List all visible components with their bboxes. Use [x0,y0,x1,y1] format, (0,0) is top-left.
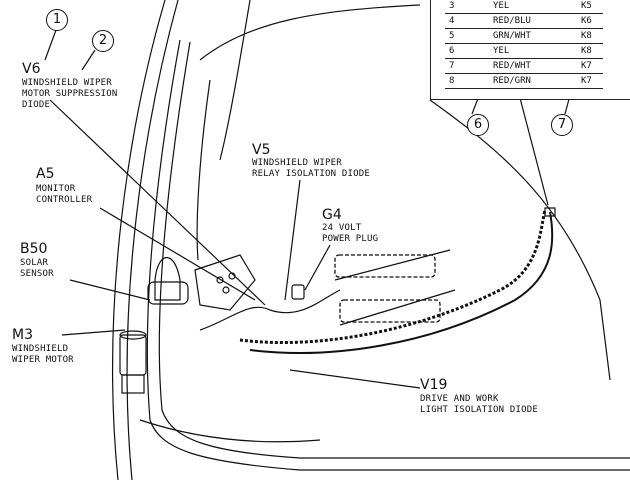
table-row: 4 RED/BLU K6 [445,14,603,29]
wire-color: YEL [493,46,510,56]
m3-description: WINDSHIELD WIPER MOTOR [12,344,74,366]
table-row: 7 RED/WHT K7 [445,59,603,74]
desc-line: MONITOR [36,184,76,194]
relay: K8 [581,31,592,41]
desc-line: WINDSHIELD WIPER [252,158,342,168]
desc-line: SENSOR [20,269,54,279]
desc-line: WINDSHIELD [12,344,69,354]
v5-code: V5 [252,142,271,158]
v5-description: WINDSHIELD WIPER RELAY ISOLATION DIODE [252,158,370,180]
pin: 8 [449,76,455,86]
a5-description: MONITOR CONTROLLER [36,184,92,206]
relay: K5 [581,1,592,11]
table-row: 8 RED/GRN K7 [445,74,603,89]
pin: 3 [449,1,455,11]
wire-color: RED/WHT [493,61,531,71]
v6-code: V6 [22,61,41,77]
desc-line: MOTOR SUPPRESSION [22,89,118,99]
pin: 6 [449,46,455,56]
table-row: 5 GRN/WHT K8 [445,29,603,44]
callout-6: 6 [467,114,489,136]
desc-line: CONTROLLER [36,195,93,205]
relay: K6 [581,16,592,26]
wire-color: RED/GRN [493,76,531,86]
pin: 5 [449,31,455,41]
table-row: 3 YEL K5 [445,0,603,14]
g4-code: G4 [322,207,342,223]
m3-code: M3 [12,327,33,343]
wire-color: RED/BLU [493,16,531,26]
relay: K7 [581,61,592,71]
g4-description: 24 VOLT POWER PLUG [322,223,378,245]
b50-code: B50 [20,241,48,257]
desc-line: RELAY ISOLATION DIODE [252,169,370,179]
wire-color: GRN/WHT [493,31,531,41]
callout-2: 2 [92,30,114,52]
relay: K7 [581,76,592,86]
desc-line: POWER PLUG [322,234,379,244]
desc-line: DIODE [22,100,51,110]
v19-code: V19 [420,377,448,393]
a5-code: A5 [36,166,55,182]
desc-line: WIPER MOTOR [12,355,74,365]
pin: 4 [449,16,455,26]
v6-description: WINDSHIELD WIPER MOTOR SUPPRESSION DIODE [22,78,118,111]
wire-color: YEL [493,1,510,11]
table-row: 6 YEL K8 [445,44,603,59]
pin: 7 [449,61,455,71]
callout-7: 7 [551,114,573,136]
desc-line: DRIVE AND WORK [420,394,499,404]
desc-line: 24 VOLT [322,223,362,233]
callout-1: 1 [46,9,68,31]
b50-description: SOLAR SENSOR [20,258,54,280]
desc-line: SOLAR [20,258,49,268]
v19-description: DRIVE AND WORK LIGHT ISOLATION DIODE [420,394,538,416]
desc-line: WINDSHIELD WIPER [22,78,112,88]
desc-line: LIGHT ISOLATION DIODE [420,405,538,415]
relay: K8 [581,46,592,56]
